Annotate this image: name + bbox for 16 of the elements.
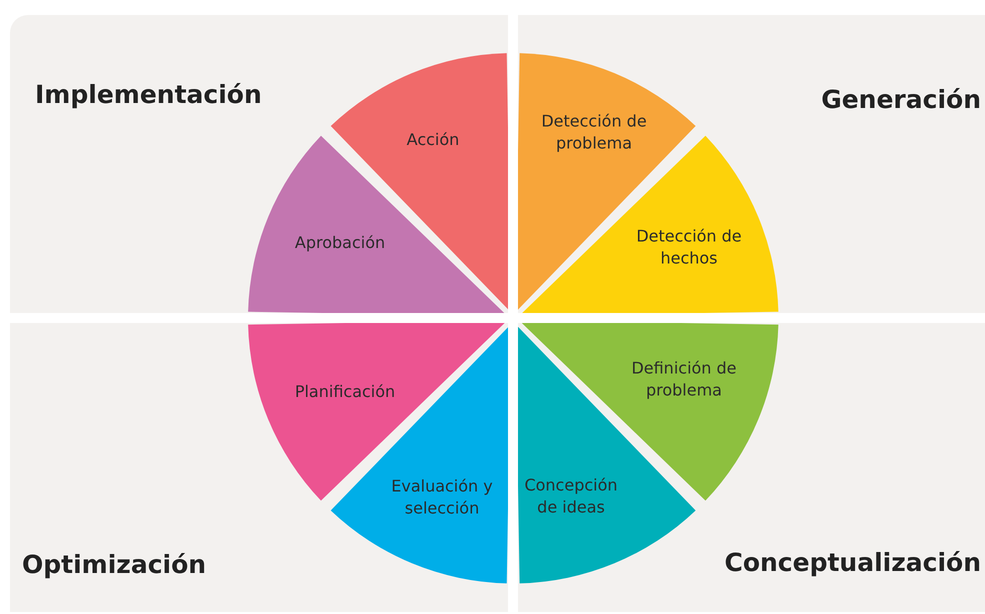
slice-label: Concepción de ideas: [523, 474, 619, 519]
quadrant-heading: Generación: [821, 85, 981, 114]
slice-label: Evaluación y selección: [390, 476, 494, 520]
quadrant-panel: [518, 323, 985, 612]
quadrant-panel: [10, 15, 508, 313]
slice-label: Definición de problema: [630, 358, 738, 402]
quadrant-heading: Optimización: [22, 550, 206, 579]
quadrant-panel: [10, 323, 508, 612]
quadrant-heading: Conceptualización: [724, 548, 981, 577]
slice-label: Acción: [406, 128, 460, 151]
quadrant-panel: [518, 15, 985, 313]
slice-label: Planificación: [294, 380, 396, 403]
slice-label: Detección de problema: [540, 110, 648, 155]
slice-label: Aprobación: [294, 232, 386, 254]
slice-label: Detección de hechos: [635, 226, 743, 270]
quadrant-heading: Implementación: [35, 80, 262, 109]
